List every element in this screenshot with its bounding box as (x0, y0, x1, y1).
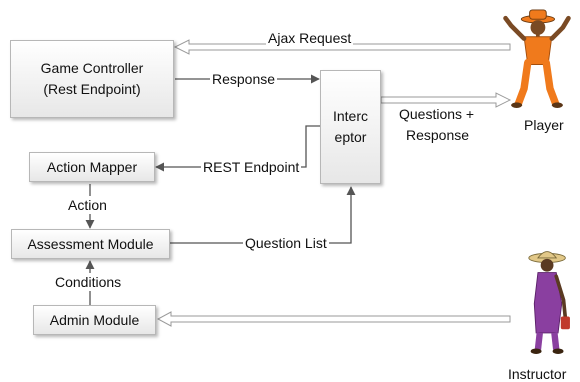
rest-endpoint-label: REST Endpoint (201, 158, 302, 176)
instructor-label: Instructor (508, 366, 567, 382)
instructor-arrow (156, 311, 511, 327)
assessment-module-label: Assessment Module (27, 235, 154, 252)
admin-module-node: Admin Module (33, 305, 156, 335)
action-mapper-label: Action Mapper (46, 158, 138, 175)
question-list-label: Question List (243, 234, 329, 252)
admin-module-label: Admin Module (49, 311, 140, 328)
questions-response-label-2: Response (406, 127, 470, 143)
response-label: Response (210, 70, 278, 88)
player-label: Player (524, 117, 564, 133)
conditions-label: Conditions (53, 273, 124, 291)
game-controller-sublabel: (Rest Endpoint) (43, 81, 141, 97)
assessment-module-node: Assessment Module (11, 229, 170, 259)
interceptor-node: Interc eptor (320, 70, 381, 184)
interceptor-label-line1: Interc (332, 108, 368, 124)
questions-response-label-1: Questions + (399, 106, 475, 122)
action-label: Action (66, 196, 109, 214)
action-mapper-node: Action Mapper (29, 152, 155, 182)
game-controller-node: Game Controller (Rest Endpoint) (10, 40, 174, 118)
question-list-arrow (170, 186, 356, 244)
game-controller-label: Game Controller (40, 60, 144, 76)
ajax-request-arrow (173, 39, 511, 55)
player-icon (503, 9, 571, 108)
interceptor-label-line2: eptor (334, 129, 367, 145)
instructor-icon (528, 251, 570, 354)
questions-response-arrow (380, 92, 512, 108)
ajax-request-label: Ajax Request (266, 29, 354, 47)
